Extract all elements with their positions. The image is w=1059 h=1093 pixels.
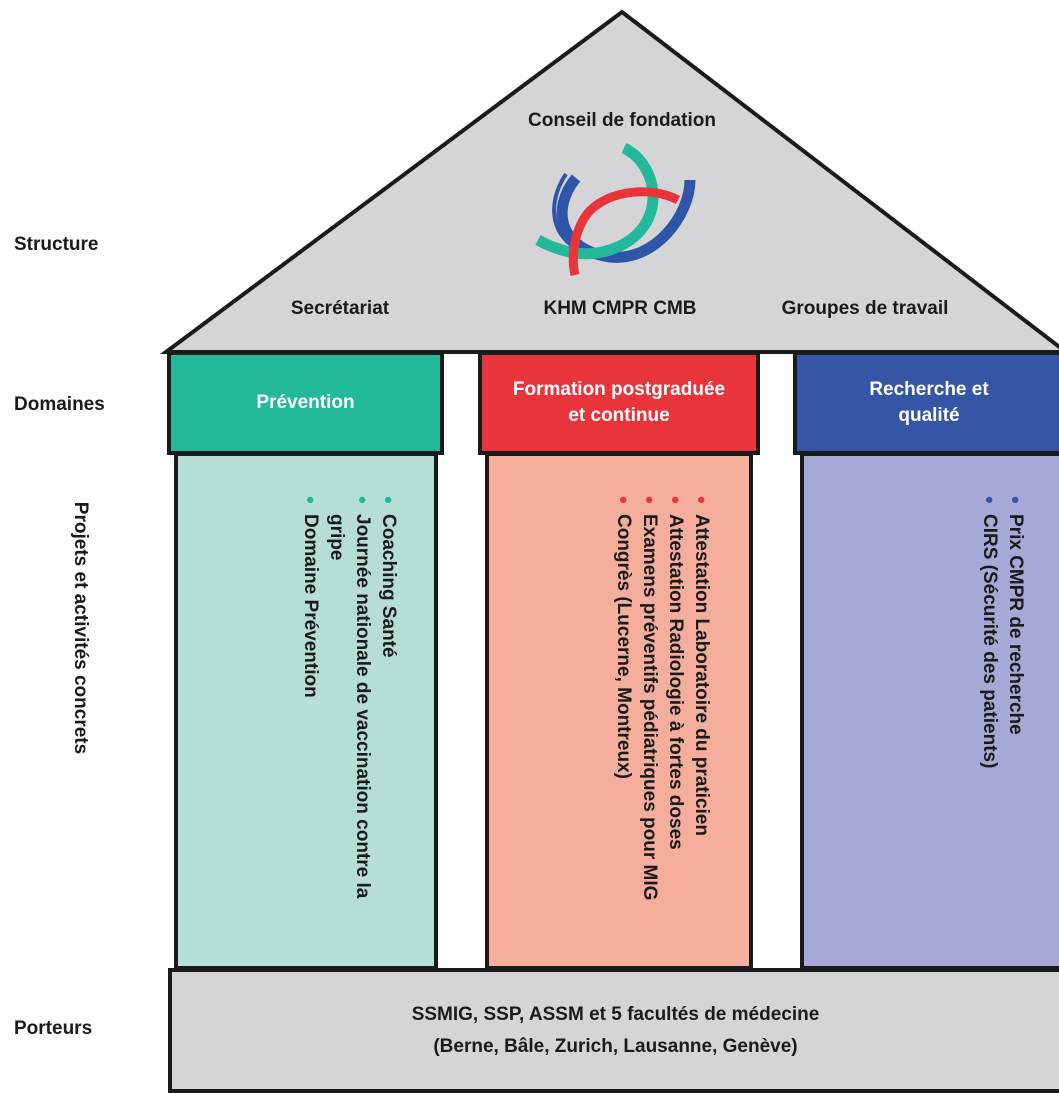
list-item: • Examens préventifs pédiatriques pour MI… [636,496,662,926]
domain-formation: Formation postgraduée et continue [478,351,760,455]
roof-left: Secrétariat [290,298,390,319]
label-projets: Projets et activités concrets [70,501,91,755]
bullet-icon: • [976,496,1002,504]
base-line-1: SSMIG, SSP, ASSM et 5 facultés de médeci… [411,1003,820,1025]
pillar-prevention-list: • Coaching Santé • Journée nationale de va… [211,496,401,926]
list-item: • Journée nationale de vaccination contre… [323,496,375,926]
bullet-icon: • [298,496,323,504]
domain-prevention: Prévention [167,351,444,455]
list-item: • Congrès (Lucerne, Montreux) [610,496,636,926]
bullet-icon: • [663,496,688,504]
pillar-recherche: • Prix CMPR de recherche • CIRS (Sécurité … [800,452,1059,970]
roof-title: Conseil de fondation [528,110,716,131]
list-item: • Prix CMPR de recherche [1002,496,1028,926]
base-porteurs: SSMIG, SSP, ASSM et 5 facultés de médeci… [168,968,1059,1093]
pillar-formation-list: • Attestation Laboratoire du praticien • A… [524,496,714,926]
bullet-icon: • [689,496,714,504]
label-domaines: Domaines [14,394,105,415]
domain-recherche: Recherche et qualité [793,351,1059,455]
list-item-text: Attestation Laboratoire du praticien [691,514,712,836]
bullet-icon: • [376,496,401,504]
domain-formation-label: Formation postgraduée et continue [512,379,726,426]
roof-center: KHM CMPR CMB [543,298,697,319]
list-item-text: Domaine Prévention [300,514,321,698]
list-item-text: Coaching Santé [378,514,399,658]
pillar-formation: • Attestation Laboratoire du praticien • A… [485,452,753,970]
list-item: • CIRS (Sécurité des patients) [976,496,1002,926]
list-item: • Coaching Santé [375,496,401,926]
bullet-icon: • [1002,496,1028,504]
list-item-text: Attestation Radiologie à fortes doses [665,514,686,850]
list-item-text: Journée nationale de vaccination contre … [326,514,373,899]
base-line-2: (Berne, Bâle, Zurich, Lausanne, Genève) [433,1035,798,1057]
bullet-icon: • [611,496,636,504]
pillar-prevention: • Coaching Santé • Journée nationale de va… [174,452,438,970]
bullet-icon: • [637,496,662,504]
list-item: • Attestation Laboratoire du praticien [688,496,714,926]
bullet-icon: • [350,496,375,504]
roof-right: Groupes de travail [781,298,949,319]
list-item: • Attestation Radiologie à fortes doses [662,496,688,926]
label-structure: Structure [14,234,99,255]
list-item-text: CIRS (Sécurité des patients) [978,514,1000,769]
list-item-text: Congrès (Lucerne, Montreux) [613,514,634,779]
domain-prevention-label: Prévention [256,392,355,414]
label-porteurs: Porteurs [14,1018,93,1039]
list-item-text: Examens préventifs pédiatriques pour MIG [639,514,660,901]
khm-logo-icon [535,143,696,277]
list-item: • Domaine Prévention [297,496,323,926]
list-item-text: Prix CMPR de recherche [1004,514,1026,735]
domain-recherche-label: Recherche et qualité [869,379,989,426]
pillar-recherche-list: • Prix CMPR de recherche • CIRS (Sécurité … [838,496,1028,926]
